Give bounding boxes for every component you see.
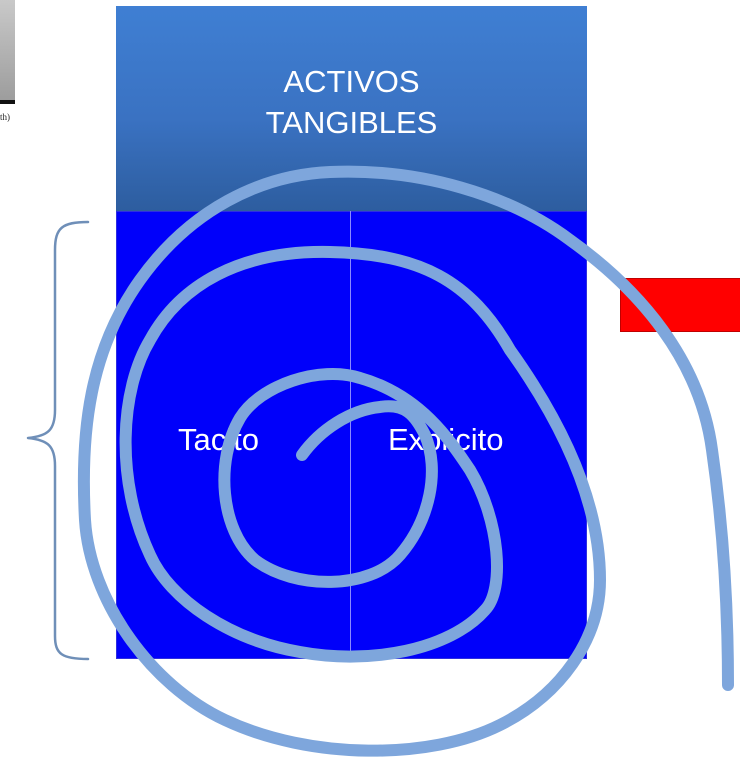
top-box-title-line1: ACTIVOS xyxy=(283,64,420,99)
curly-brace xyxy=(26,220,90,661)
thumbnail-caption: th) xyxy=(0,112,10,122)
tacit-label: Tacito xyxy=(178,422,259,457)
top-box-title-line2: TANGIBLES xyxy=(265,105,438,140)
spiral-scribble xyxy=(77,165,734,757)
thumbnail-image xyxy=(0,0,15,104)
knowledge-divider xyxy=(350,211,351,659)
